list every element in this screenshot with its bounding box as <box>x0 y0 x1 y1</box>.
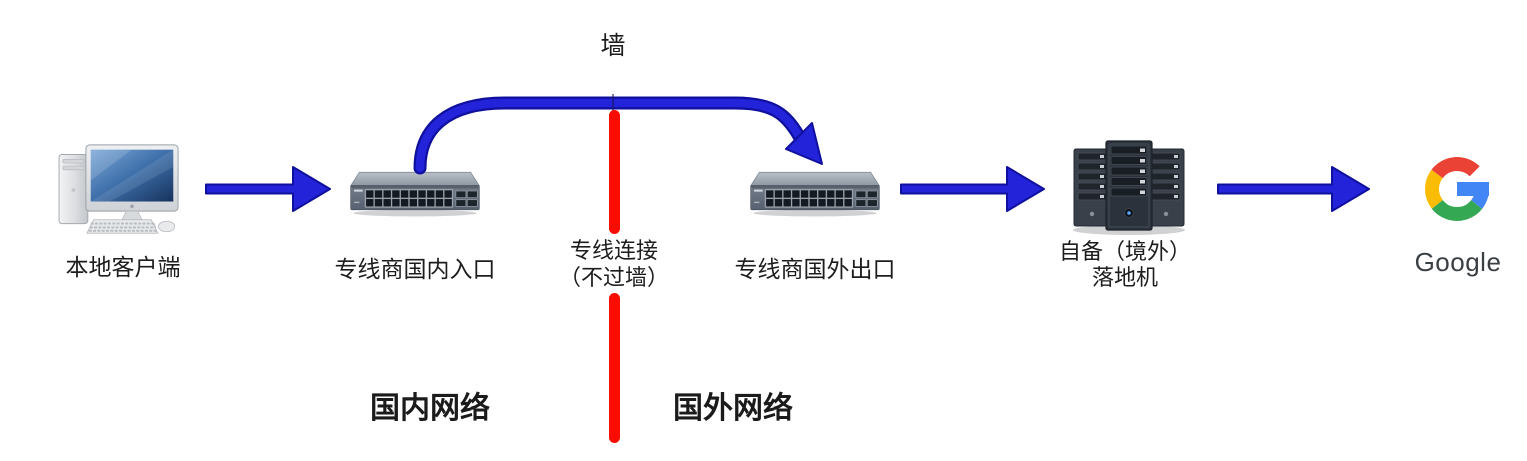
google-logo-icon <box>1425 157 1489 221</box>
switch-foreign-label: 专线商国外出口 <box>734 256 896 282</box>
desktop-computer-icon <box>58 144 179 234</box>
arrow-foreign-to-server-icon <box>900 166 1045 212</box>
bypass-label-line2: （不过墙） <box>558 265 670 290</box>
bypass-label: 专线连接 （不过墙） <box>559 237 669 291</box>
region-foreign-label: 国外网络 <box>673 392 793 425</box>
client-label: 本地客户端 <box>65 254 181 280</box>
google-label: Google <box>1414 247 1502 277</box>
server-label-line2: 落地机 <box>1091 265 1159 290</box>
server-label: 自备（境外） 落地机 <box>1059 239 1191 291</box>
switch-domestic-icon <box>350 171 480 217</box>
landing-server-icon <box>1073 140 1185 235</box>
arrow-bypass-over-wall-icon <box>413 96 823 175</box>
region-domestic-label: 国内网络 <box>370 392 490 425</box>
switch-foreign-icon <box>750 171 880 217</box>
server-label-line1: 自备（境外） <box>1058 239 1192 264</box>
firewall-line-top <box>609 110 620 234</box>
wall-label: 墙 <box>600 32 626 60</box>
firewall-line-bottom <box>609 293 620 443</box>
arrow-client-to-domestic-icon <box>205 166 331 212</box>
bypass-label-line1: 专线连接 <box>569 238 659 263</box>
wall-tick <box>612 94 614 112</box>
arrow-server-to-google-icon <box>1217 166 1370 212</box>
switch-domestic-label: 专线商国内入口 <box>334 256 496 282</box>
